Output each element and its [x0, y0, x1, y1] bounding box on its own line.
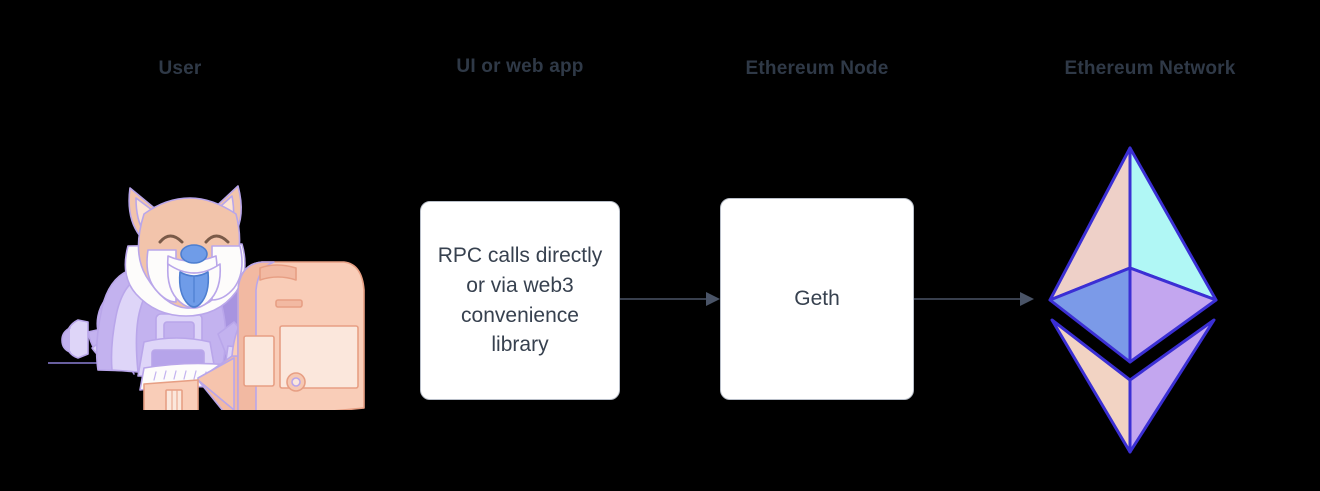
shiba-dog-illustration [48, 185, 365, 410]
arrow-geth-to-ethereum-network [914, 292, 1034, 306]
node-geth[interactable]: Geth [720, 198, 914, 400]
column-header-ui: UI or web app [456, 56, 584, 77]
node-rpc-calls-label: RPC calls directly or via web3 convenien… [437, 243, 603, 357]
ethereum-diamond-icon [1048, 146, 1218, 454]
node-rpc-calls[interactable]: RPC calls directly or via web3 convenien… [420, 201, 620, 400]
column-header-user: User [158, 58, 202, 79]
column-header-ethereum-network: Ethereum Network [1064, 58, 1236, 79]
column-header-ethereum-node: Ethereum Node [745, 58, 889, 79]
arrow-rpc-to-geth [620, 292, 720, 306]
node-geth-label: Geth [794, 287, 840, 311]
